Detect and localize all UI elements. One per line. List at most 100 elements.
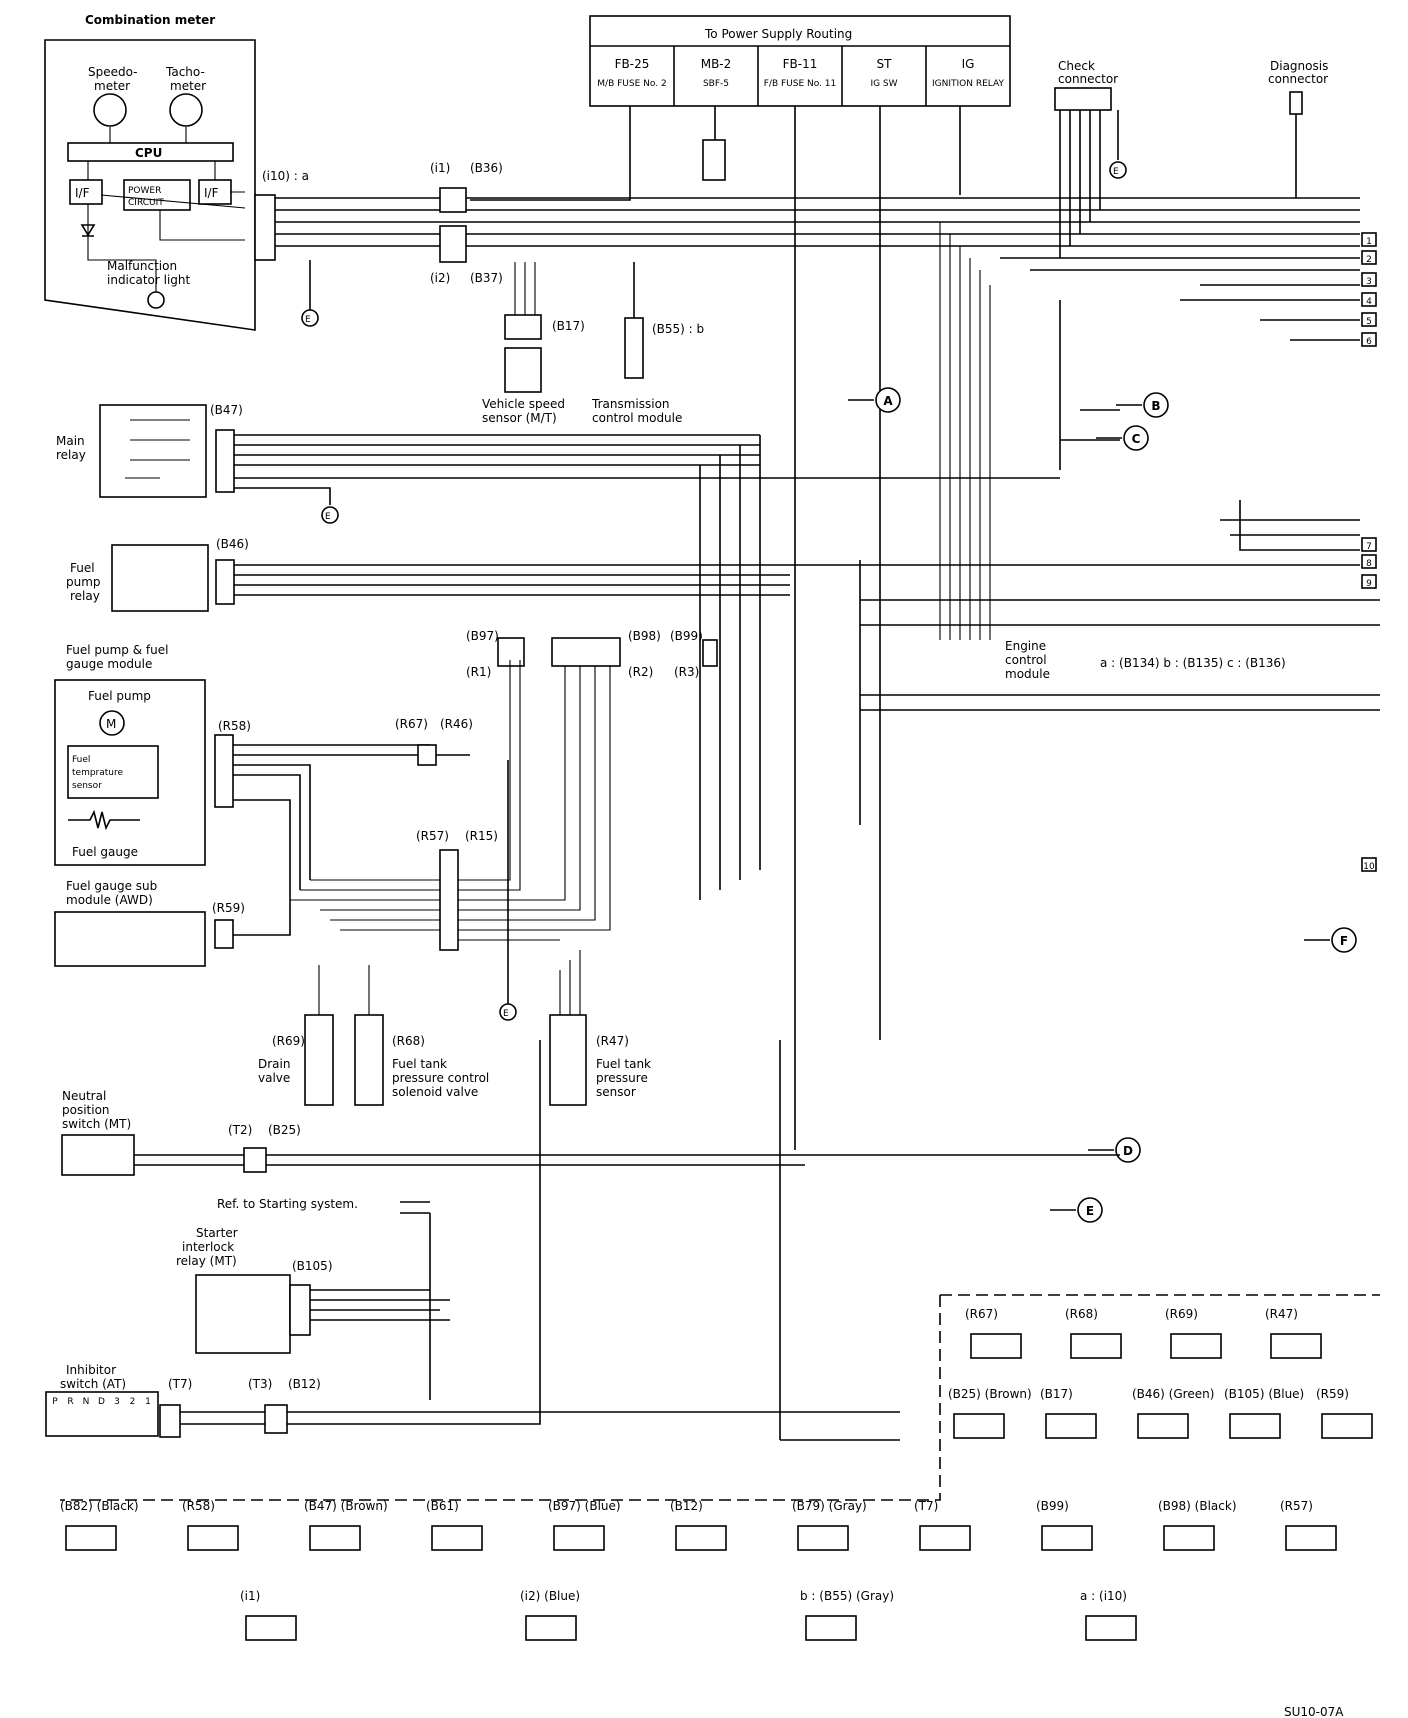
ground-icon — [321, 506, 339, 524]
inhibitor-position: R — [67, 1397, 73, 1407]
legend-border — [60, 1294, 1380, 1501]
legend-connector-B82 — [65, 1525, 117, 1551]
t2-label: (T2) — [228, 1123, 252, 1137]
edge-marker-4 — [1361, 292, 1377, 307]
r58-label: (R58) — [218, 719, 251, 733]
svg-text:gauge module: gauge module — [66, 657, 152, 671]
power-supply-sub-1: SBF-5 — [703, 79, 729, 89]
mil-label: Malfunction — [107, 259, 177, 273]
svg-text:module (AWD): module (AWD) — [66, 893, 153, 907]
cpu-block — [67, 142, 234, 162]
svg-text:position: position — [62, 1103, 110, 1117]
r67-label: (R67) — [395, 717, 428, 731]
r47-label: (R47) — [596, 1034, 629, 1048]
connector-legend: (R67)(R68)(R69)(R47)(B25) (Brown)(B17)(B… — [60, 1307, 1373, 1641]
terminal-label: F — [1340, 934, 1348, 948]
i2-label: (i2) — [430, 271, 450, 285]
legend-label-i10: a : (i10) — [1080, 1589, 1127, 1603]
legend-label-B82: (B82) (Black) — [60, 1499, 139, 1513]
legend-connector-B97 — [553, 1525, 605, 1551]
b47-label: (B47) — [210, 403, 243, 417]
r2-label: (R2) — [628, 665, 653, 679]
b17-label: (B17) — [552, 319, 585, 333]
terminal-label: A — [883, 394, 893, 408]
t2-connector — [243, 1147, 267, 1173]
edge-marker-label: 1 — [1366, 237, 1372, 247]
svg-text:sensor: sensor — [596, 1085, 636, 1099]
legend-label-B47: (B47) (Brown) — [304, 1499, 388, 1513]
edge-marker-2 — [1361, 250, 1377, 265]
legend-label-R47: (R47) — [1265, 1307, 1298, 1321]
legend-label-R59: (R59) — [1316, 1387, 1349, 1401]
terminal-label: C — [1132, 432, 1141, 446]
ground-icon — [301, 309, 319, 327]
i1-connector — [439, 187, 467, 213]
r59-label: (R59) — [212, 901, 245, 915]
b55-label: (B55) : b — [652, 322, 704, 336]
vehicle-speed-sensor — [504, 347, 542, 393]
legend-label-R58: (R58) — [182, 1499, 215, 1513]
fuel-gauge-label: Fuel gauge — [72, 845, 138, 859]
svg-text:connector: connector — [1268, 72, 1328, 86]
b36-label: (B36) — [470, 161, 503, 175]
legend-connector-R59 — [1321, 1413, 1373, 1439]
b25-label: (B25) — [268, 1123, 301, 1137]
b99-label: (B99) — [670, 629, 703, 643]
tcm-label: Transmission — [591, 397, 670, 411]
power-supply-col-1: MB-2 — [701, 57, 732, 71]
fuel-tank-pressure-sensor — [549, 1014, 587, 1106]
legend-connector-B99 — [1041, 1525, 1093, 1551]
edge-marker-9 — [1361, 574, 1377, 589]
svg-text:M: M — [106, 717, 116, 731]
power-supply-col-4: IG — [962, 57, 975, 71]
legend-connector-R67 — [970, 1333, 1022, 1359]
r68-label: (R68) — [392, 1034, 425, 1048]
svg-text:E: E — [1113, 167, 1119, 177]
legend-connector-i10 — [1085, 1615, 1137, 1641]
legend-connector-B47 — [309, 1525, 361, 1551]
legend-label-B61: (B61) — [426, 1499, 459, 1513]
power-circuit-block — [123, 179, 191, 211]
svg-text:relay: relay — [56, 448, 86, 462]
svg-text:module: module — [1005, 667, 1050, 681]
legend-connector-R47 — [1270, 1333, 1322, 1359]
fuel-pump-relay — [111, 544, 209, 612]
figure-code: SU10-07A — [1284, 1705, 1344, 1718]
r3-label: (R3) — [674, 665, 699, 679]
svg-text:E: E — [325, 512, 331, 522]
legend-label-i2: (i2) (Blue) — [520, 1589, 580, 1603]
svg-text:connector: connector — [1058, 72, 1118, 86]
svg-text:interlock: interlock — [182, 1240, 234, 1254]
power-supply-sub-2: F/B FUSE No. 11 — [764, 79, 837, 89]
power-supply-sub-3: IG SW — [870, 79, 897, 89]
b17-connector — [504, 314, 542, 340]
terminal-label: D — [1123, 1144, 1133, 1158]
if-left-block — [69, 179, 103, 205]
tachometer-gauge — [169, 93, 203, 127]
edge-marker-7 — [1361, 537, 1377, 552]
inhibitor-position: N — [83, 1397, 90, 1407]
fuel-gauge-sub-label: Fuel gauge sub — [66, 879, 157, 893]
r1-label: (R1) — [466, 665, 491, 679]
edge-marker-label: 3 — [1366, 277, 1372, 287]
inhibitor-position: 2 — [130, 1397, 136, 1407]
legend-label-B12: (B12) — [670, 1499, 703, 1513]
legend-label-B17: (B17) — [1040, 1387, 1073, 1401]
fuel-gauge-resistor — [68, 809, 140, 831]
svg-text:Fuel: Fuel — [72, 755, 90, 765]
b105-label: (B105) — [292, 1259, 333, 1273]
svg-text:control: control — [1005, 653, 1047, 667]
starting-ref-label: Ref. to Starting system. — [217, 1197, 358, 1211]
svg-text:POWER: POWER — [128, 186, 161, 196]
inhibitor-switch — [45, 1391, 159, 1437]
edge-marker-1 — [1361, 232, 1377, 247]
diagnosis-connector-label: Diagnosis — [1270, 59, 1328, 73]
svg-text:I/F: I/F — [75, 186, 90, 200]
b99-connector — [702, 639, 718, 667]
terminal-E — [1077, 1197, 1103, 1223]
t7-label: (T7) — [168, 1377, 192, 1391]
check-connector-label: Check — [1058, 59, 1095, 73]
neutral-switch — [61, 1134, 135, 1176]
vehicle-speed-sensor-label: Vehicle speed — [482, 397, 565, 411]
